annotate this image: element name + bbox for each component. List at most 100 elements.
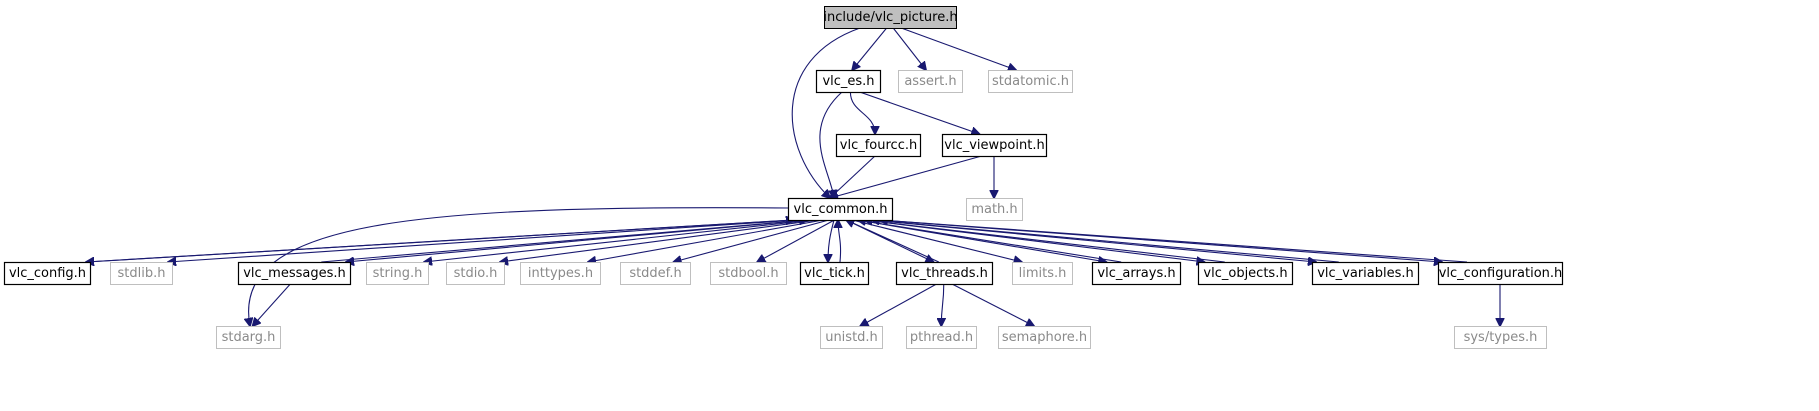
edge-vlc_common-to-limits <box>851 219 1022 262</box>
node-vlc-picture[interactable]: include/vlc_picture.h <box>823 6 958 29</box>
node-vlc-fourcc[interactable]: vlc_fourcc.h <box>835 133 922 158</box>
node-semaphore: semaphore.h <box>998 326 1091 349</box>
node-label: assert.h <box>904 74 956 89</box>
node-box <box>110 262 173 285</box>
node-box <box>898 70 963 93</box>
edge-vlc_messages-to-vlc_common <box>321 220 807 263</box>
node-stdatomic: stdatomic.h <box>988 70 1073 93</box>
node-label: vlc_arrays.h <box>1097 266 1175 281</box>
edge-vlc_threads-to-unistd <box>860 283 937 326</box>
node-vlc-threads[interactable]: vlc_threads.h <box>895 261 994 286</box>
edge-vlc_threads-to-semaphore <box>951 283 1034 326</box>
node-vlc-es[interactable]: vlc_es.h <box>815 69 882 94</box>
node-box <box>710 262 787 285</box>
node-box <box>820 326 883 349</box>
node-label: stdbool.h <box>718 266 778 281</box>
edge-vlc_arrays-to-vlc_common <box>858 220 1122 263</box>
edge-vlc_picture-to-vlc_common <box>791 27 861 198</box>
node-stdio: stdio.h <box>446 262 505 285</box>
edge-vlc_configuration-to-vlc_common <box>880 220 1468 263</box>
node-vlc-config[interactable]: vlc_config.h <box>3 261 92 286</box>
node-label: vlc_es.h <box>822 74 874 89</box>
node-box <box>366 262 429 285</box>
node-box <box>787 197 894 222</box>
node-box <box>1012 262 1073 285</box>
edge-vlc_picture-to-vlc_es <box>852 27 888 70</box>
node-label: limits.h <box>1019 266 1067 281</box>
edge-vlc_common-to-string <box>424 219 814 262</box>
node-box <box>966 198 1023 221</box>
node-box <box>824 6 957 29</box>
node-stdarg: stdarg.h <box>216 326 281 349</box>
node-label: vlc_messages.h <box>243 266 346 281</box>
node-box <box>895 261 994 286</box>
edge-vlc_picture-to-stdatomic <box>901 27 1016 70</box>
edge-vlc_variables-to-vlc_common <box>872 220 1339 263</box>
node-box <box>1437 261 1564 286</box>
node-label: stddef.h <box>629 266 681 281</box>
node-inttypes: inttypes.h <box>520 262 601 285</box>
edge-vlc_es-to-vlc_common <box>819 91 843 198</box>
node-vlc-objects[interactable]: vlc_objects.h <box>1197 261 1294 286</box>
edge-vlc_es-to-vlc_fourcc <box>849 91 875 134</box>
node-stddef: stddef.h <box>620 262 691 285</box>
node-box <box>835 133 922 158</box>
node-box <box>906 326 977 349</box>
node-vlc-messages[interactable]: vlc_messages.h <box>237 261 352 286</box>
node-box <box>998 326 1091 349</box>
edge-vlc_threads-to-vlc_common <box>846 220 940 263</box>
node-vlc-tick[interactable]: vlc_tick.h <box>799 261 870 286</box>
node-assert: assert.h <box>898 70 963 93</box>
edge-vlc_common-to-stdio <box>500 219 819 262</box>
node-label: semaphore.h <box>1002 330 1087 345</box>
node-vlc-common[interactable]: vlc_common.h <box>787 197 894 222</box>
edge-vlc_common-to-vlc_tick <box>828 219 835 262</box>
node-box <box>446 262 505 285</box>
edge-vlc_messages-to-stdarg <box>253 283 291 326</box>
node-label: stdlib.h <box>118 266 166 281</box>
edge-vlc_common-to-stddef <box>674 219 830 262</box>
node-label: vlc_configuration.h <box>1439 266 1563 281</box>
node-label: vlc_config.h <box>9 266 86 281</box>
node-label: vlc_tick.h <box>804 266 865 281</box>
edge-vlc_common-to-stdbool <box>757 219 835 262</box>
node-vlc-arrays[interactable]: vlc_arrays.h <box>1091 261 1182 286</box>
node-box <box>1311 261 1420 286</box>
node-label: unistd.h <box>825 330 878 345</box>
node-label: sys/types.h <box>1464 330 1538 345</box>
node-unistd: unistd.h <box>820 326 883 349</box>
node-pthread: pthread.h <box>906 326 977 349</box>
node-label: inttypes.h <box>528 266 593 281</box>
node-string: string.h <box>366 262 429 285</box>
node-stdlib: stdlib.h <box>110 262 173 285</box>
node-box <box>1197 261 1294 286</box>
node-vlc-viewpoint[interactable]: vlc_viewpoint.h <box>941 133 1048 158</box>
edge-vlc_fourcc-to-vlc_common <box>830 155 876 198</box>
node-label: vlc_threads.h <box>901 266 988 281</box>
node-label: vlc_variables.h <box>1317 266 1414 281</box>
node-label: stdatomic.h <box>992 74 1069 89</box>
node-vlc-variables[interactable]: vlc_variables.h <box>1311 261 1420 286</box>
node-sys-types: sys/types.h <box>1454 326 1547 349</box>
node-box <box>237 261 352 286</box>
node-math: math.h <box>966 198 1023 221</box>
node-label: include/vlc_picture.h <box>823 10 957 25</box>
node-label: vlc_objects.h <box>1203 266 1287 281</box>
edge-vlc_objects-to-vlc_common <box>864 220 1225 263</box>
node-label: math.h <box>971 202 1017 217</box>
node-limits: limits.h <box>1012 262 1073 285</box>
edge-vlc_threads-to-pthread <box>941 283 943 326</box>
edge-vlc_tick-to-vlc_common <box>838 220 841 263</box>
node-label: string.h <box>373 266 423 281</box>
node-vlc-configuration[interactable]: vlc_configuration.h <box>1437 261 1564 286</box>
node-box <box>520 262 601 285</box>
node-label: pthread.h <box>910 330 973 345</box>
node-box <box>799 261 870 286</box>
node-label: vlc_fourcc.h <box>840 138 917 153</box>
node-stdbool: stdbool.h <box>710 262 787 285</box>
node-label: vlc_viewpoint.h <box>944 138 1044 153</box>
edge-vlc_common-to-stdarg <box>249 207 791 326</box>
node-box <box>620 262 691 285</box>
node-layer: include/vlc_picture.h vlc_es.h assert.h std… <box>3 6 1564 349</box>
